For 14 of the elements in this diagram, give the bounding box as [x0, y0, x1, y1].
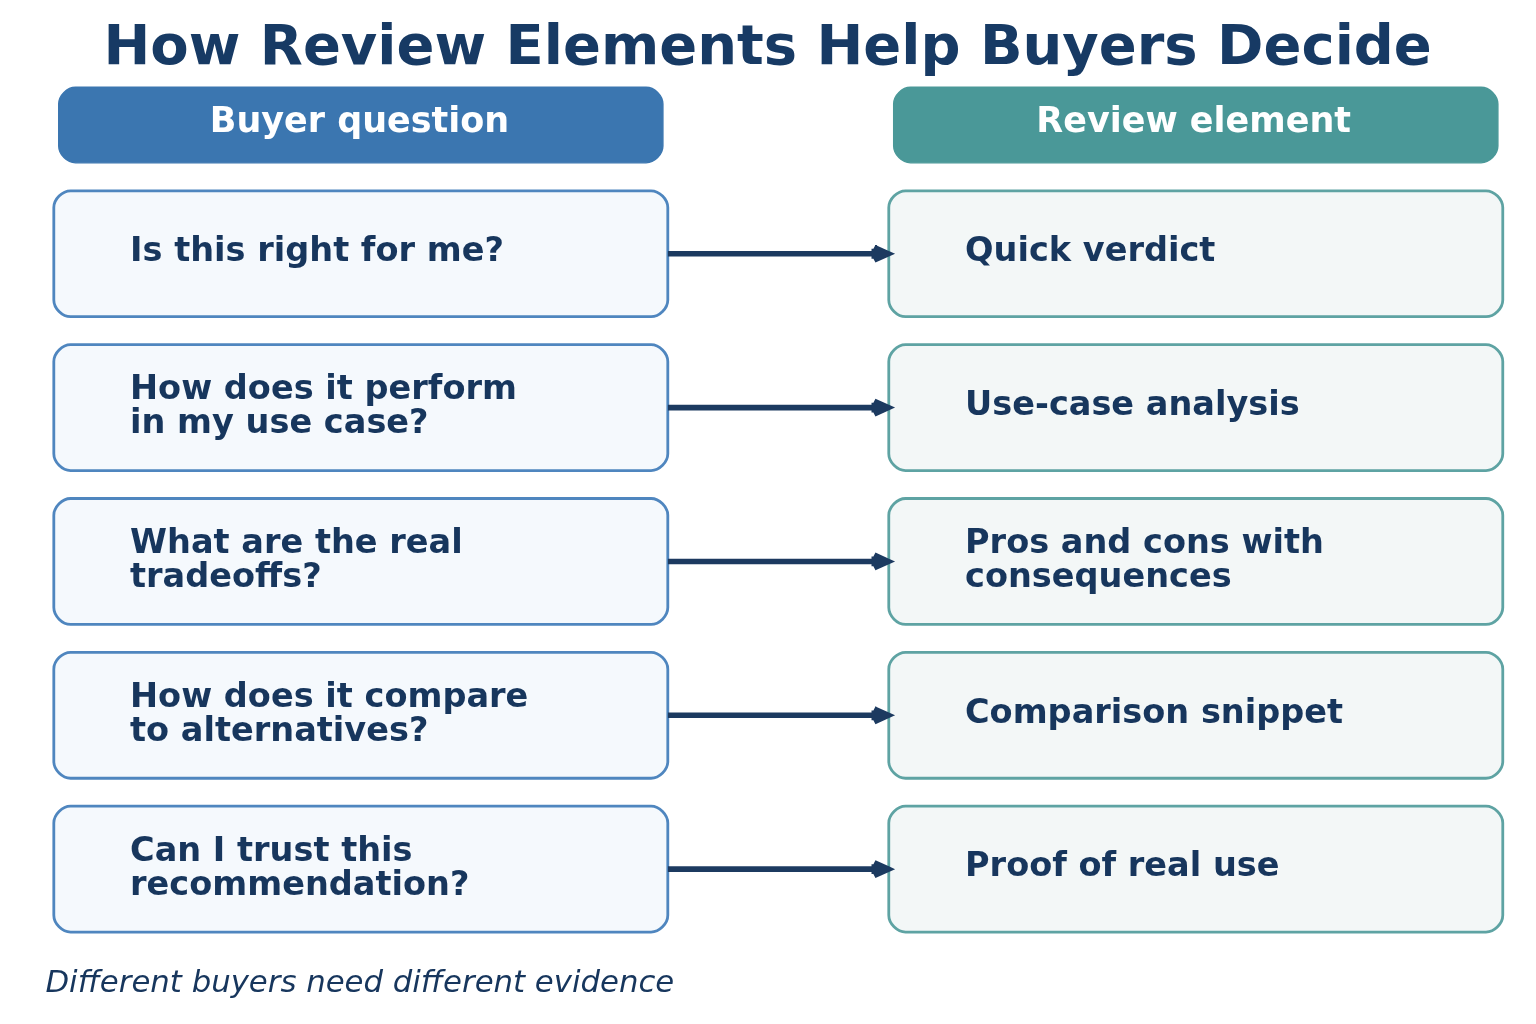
- node-box: How does it perform in my use case?: [51, 342, 669, 472]
- node-box: Can I trust this recommendation?: [51, 804, 669, 933]
- node-box: Use-case analysis: [886, 342, 1504, 472]
- node-box: Proof of real use: [886, 804, 1504, 933]
- node-box: Review element: [892, 86, 1499, 164]
- caption: Different buyers need different evidence: [44, 962, 674, 999]
- node-box: Comparison snippet: [886, 650, 1504, 780]
- diagram-title: How Review Elements Help Buyers Decide: [102, 11, 1432, 77]
- node-box: Pros and cons with consequences: [886, 496, 1504, 626]
- node-box: Buyer question: [57, 86, 664, 164]
- node-box: Quick verdict: [886, 188, 1504, 318]
- node-box: Is this right for me?: [51, 188, 669, 318]
- node-box: What are the real tradeoffs?: [51, 496, 669, 626]
- node-box: How does it compare to alternatives?: [51, 650, 669, 780]
